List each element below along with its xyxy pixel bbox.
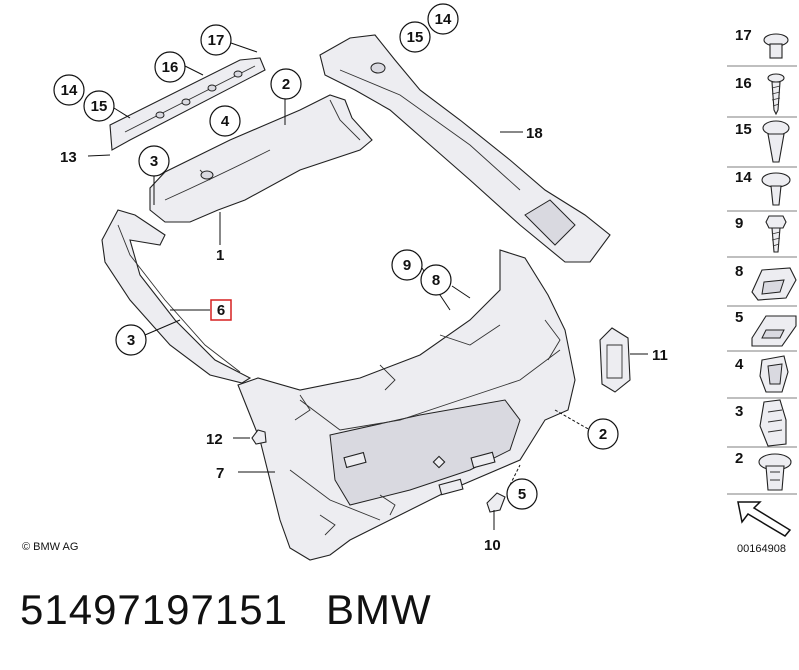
svg-text:3: 3 <box>735 403 743 420</box>
callout-2-right: 2 <box>587 418 619 450</box>
fastener-legend: 17 16 15 14 <box>727 22 797 540</box>
legend-row-4: 4 <box>735 355 789 393</box>
push-rivet-icon <box>763 33 789 59</box>
legend-row-15: 15 <box>735 120 790 163</box>
svg-text:3: 3 <box>150 153 158 170</box>
right-roof-strip <box>319 34 611 263</box>
plastic-rivet-icon <box>761 172 791 206</box>
svg-text:2: 2 <box>735 450 743 467</box>
callout-6-highlighted: 6 <box>210 299 232 321</box>
grommet-icon <box>751 315 797 347</box>
svg-text:16: 16 <box>162 59 179 76</box>
svg-text:2: 2 <box>282 76 290 93</box>
svg-text:3: 3 <box>127 332 135 349</box>
diagram-id: 00164908 <box>737 543 786 555</box>
clamp-icon <box>759 399 787 447</box>
callout-14: 14 <box>53 74 85 106</box>
svg-text:1: 1 <box>216 247 224 264</box>
svg-text:15: 15 <box>407 29 424 46</box>
svg-text:2: 2 <box>599 426 607 443</box>
callout-2-top: 2 <box>270 68 302 100</box>
svg-text:14: 14 <box>735 169 752 186</box>
svg-text:15: 15 <box>91 98 108 115</box>
svg-text:17: 17 <box>735 27 752 44</box>
svg-text:4: 4 <box>221 113 230 130</box>
callout-5: 5 <box>506 478 538 510</box>
svg-text:9: 9 <box>735 215 743 232</box>
clip-12 <box>251 429 267 445</box>
svg-text:8: 8 <box>735 263 743 280</box>
callout-3-top: 3 <box>138 145 170 177</box>
svg-text:9: 9 <box>403 257 411 274</box>
svg-text:17: 17 <box>208 32 225 49</box>
speed-nut-icon <box>759 355 789 393</box>
top-strip <box>109 57 266 151</box>
callout-1: 1 <box>216 247 224 264</box>
svg-text:5: 5 <box>735 309 743 326</box>
callout-15-right: 15 <box>399 21 431 53</box>
upper-trim-panel <box>149 94 373 223</box>
svg-text:7: 7 <box>216 465 224 482</box>
callout-16: 16 <box>154 51 186 83</box>
expanding-nut-icon <box>758 453 792 491</box>
callout-18: 18 <box>526 125 543 142</box>
left-pillar-trim <box>101 209 252 384</box>
callout-8: 8 <box>420 264 452 296</box>
callout-10: 10 <box>484 537 501 554</box>
screw-icon <box>767 73 785 116</box>
expanding-rivet-icon <box>762 120 790 163</box>
svg-text:15: 15 <box>735 121 752 138</box>
svg-text:6: 6 <box>217 302 225 319</box>
tailgate-main-trim <box>237 249 576 561</box>
legend-row-14: 14 <box>735 169 791 206</box>
svg-text:8: 8 <box>432 272 440 289</box>
svg-text:10: 10 <box>484 537 501 554</box>
part-number-title: 51497197151 BMW <box>20 586 432 633</box>
hex-screw-icon <box>765 215 787 253</box>
callout-7: 7 <box>216 465 224 482</box>
clip-10 <box>486 492 506 513</box>
callout-9: 9 <box>391 249 423 281</box>
legend-row-2: 2 <box>735 450 792 491</box>
svg-text:13: 13 <box>60 149 77 166</box>
svg-text:18: 18 <box>526 125 543 142</box>
copyright-notice: © BMW AG <box>22 541 79 553</box>
svg-text:5: 5 <box>518 486 526 503</box>
callout-14-right: 14 <box>427 3 459 35</box>
callout-12: 12 <box>206 431 223 448</box>
svg-text:14: 14 <box>435 11 452 28</box>
legend-row-5: 5 <box>735 309 797 347</box>
svg-text:14: 14 <box>61 82 78 99</box>
direction-arrow-icon <box>737 501 792 537</box>
callout-11: 11 <box>652 347 668 364</box>
legend-row-3: 3 <box>735 399 787 447</box>
handle-cover-11 <box>599 327 631 393</box>
callout-17: 17 <box>200 24 232 56</box>
callout-4: 4 <box>209 105 241 137</box>
svg-text:16: 16 <box>735 75 752 92</box>
clip-nut-icon <box>751 267 797 301</box>
svg-text:11: 11 <box>652 347 668 364</box>
callout-15: 15 <box>83 90 115 122</box>
legend-row-17: 17 <box>735 27 789 59</box>
svg-text:4: 4 <box>735 356 744 373</box>
legend-row-8: 8 <box>735 263 797 301</box>
svg-text:12: 12 <box>206 431 223 448</box>
legend-row-9: 9 <box>735 215 787 253</box>
callout-3-left: 3 <box>115 324 147 356</box>
callout-13: 13 <box>60 149 77 166</box>
legend-row-16: 16 <box>735 73 785 116</box>
